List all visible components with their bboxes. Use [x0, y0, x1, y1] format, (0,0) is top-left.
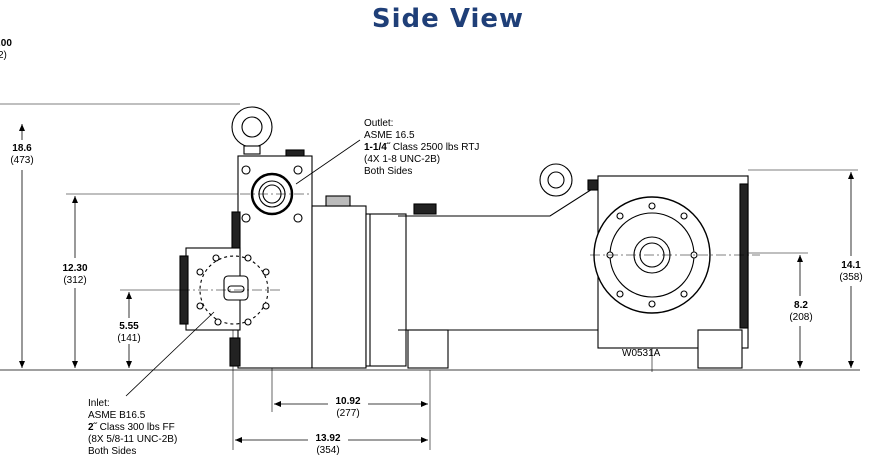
inlet-leader	[125, 311, 215, 397]
dim-1392-in: 13.92	[315, 433, 340, 444]
outlet-leader	[295, 139, 361, 185]
dim-overall-mm: (473)	[10, 155, 33, 166]
dim-shaft-mm: (208)	[789, 312, 812, 323]
outlet-note-l3: 1-1/4˝ Class 2500 lbs RTJ	[364, 142, 479, 153]
inlet-note-l2: ASME B16.5	[88, 410, 146, 421]
inlet-note-l5: Both Sides	[88, 446, 136, 457]
corner-value: .00	[0, 38, 12, 49]
corner-sub: 2)	[0, 50, 7, 61]
outlet-note-l2: ASME 16.5	[364, 130, 415, 141]
dim-right-in: 14.1	[841, 260, 861, 271]
dim-1092-mm: (277)	[336, 408, 359, 419]
inlet-note-l1: Inlet:	[88, 398, 110, 409]
dim-right-mm: (358)	[839, 272, 862, 283]
dim-1092-in: 10.92	[335, 396, 360, 407]
drawing-id: W0531A	[622, 348, 661, 359]
dim-inlet-in: 5.55	[119, 321, 139, 332]
dim-inlet-mm: (141)	[117, 333, 140, 344]
outlet-note-l1: Outlet:	[364, 118, 393, 129]
outlet-note-l5: Both Sides	[364, 166, 412, 177]
dim-outlet-in: 12.30	[62, 263, 87, 274]
dim-shaft-in: 8.2	[794, 300, 808, 311]
dim-1392-mm: (354)	[316, 445, 339, 456]
inlet-note-l3: 2˝ Class 300 lbs FF	[88, 422, 175, 433]
dim-outlet-mm: (312)	[63, 275, 86, 286]
page-title: Side View	[371, 4, 525, 34]
inlet-note-l4: (8X 5/8-11 UNC-2B)	[88, 434, 177, 445]
dim-overall-in: 18.6	[12, 143, 32, 154]
outlet-note-l4: (4X 1-8 UNC-2B)	[364, 154, 440, 165]
